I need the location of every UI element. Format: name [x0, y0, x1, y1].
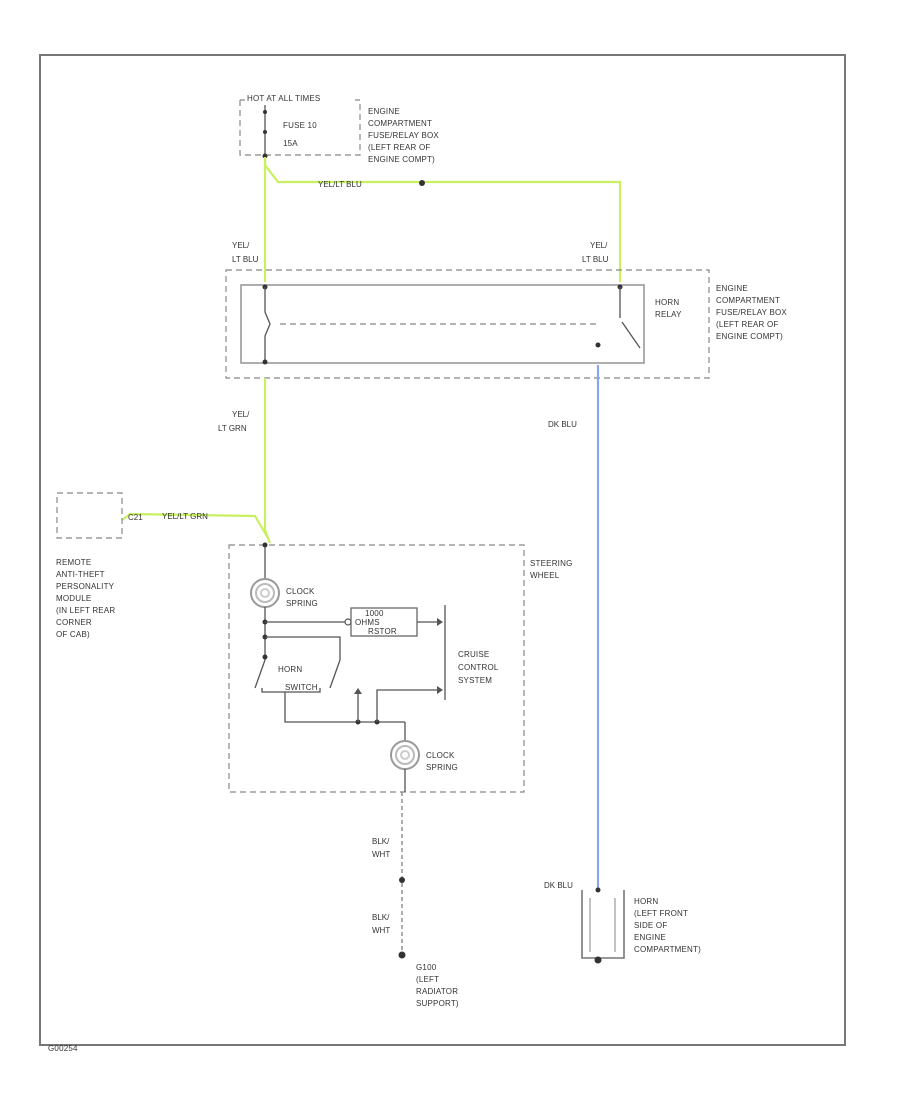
svg-text:HORN: HORN	[278, 665, 302, 674]
svg-text:ENGINE COMPT): ENGINE COMPT)	[368, 155, 435, 164]
svg-text:SUPPORT): SUPPORT)	[416, 999, 459, 1008]
svg-text:HORN: HORN	[634, 897, 658, 906]
svg-text:SPRING: SPRING	[286, 599, 318, 608]
fuse-box-header: HOT AT ALL TIMES	[247, 94, 320, 103]
wire-yel-lt-blu-top: YEL/LT BLU	[263, 157, 622, 282]
svg-text:(IN LEFT REAR: (IN LEFT REAR	[56, 606, 115, 615]
anti-theft-module: REMOTE ANTI-THEFT PERSONALITY MODULE (IN…	[56, 492, 123, 639]
wire-label-relay-to-wheel-2: LT GRN	[218, 424, 247, 433]
wire-label-relay-to-wheel-1: YEL/	[232, 410, 250, 419]
steering-wheel: STEERING WHEEL CLOCK SPRING 1000 OHMS RS…	[228, 542, 573, 793]
clock-spring-top: CLOCK SPRING	[250, 547, 318, 608]
cruise-control-label: CRUISE CONTROL SYSTEM	[458, 650, 499, 685]
svg-text:PERSONALITY: PERSONALITY	[56, 582, 115, 591]
wire-label-relay-right-2: LT BLU	[582, 255, 609, 264]
horn-label: HORN (LEFT FRONT SIDE OF ENGINE COMPARTM…	[634, 897, 701, 954]
figure-id: G00254	[48, 1044, 78, 1053]
svg-text:COMPARTMENT): COMPARTMENT)	[634, 945, 701, 954]
wire-yel-lt-grn	[121, 378, 272, 544]
wire-blk-wht	[398, 792, 406, 959]
relay-box: HORN RELAY ENGINE COMPARTMENT FUSE/RELAY…	[225, 269, 787, 379]
svg-text:HORN: HORN	[655, 298, 679, 307]
horn: HORN (LEFT FRONT SIDE OF ENGINE COMPARTM…	[581, 887, 701, 964]
svg-text:CORNER: CORNER	[56, 618, 92, 627]
svg-text:ENGINE: ENGINE	[634, 933, 666, 942]
wire-label-dk-blu-top: DK BLU	[548, 420, 577, 429]
svg-text:ANTI-THEFT: ANTI-THEFT	[56, 570, 105, 579]
svg-text:ENGINE COMPT): ENGINE COMPT)	[716, 332, 783, 341]
fuse-box: HOT AT ALL TIMES FUSE 10 15A ENGINE COMP…	[239, 94, 439, 164]
svg-text:ENGINE: ENGINE	[716, 284, 748, 293]
svg-text:ENGINE: ENGINE	[368, 107, 400, 116]
wire-label-relay-right-1: YEL/	[590, 241, 608, 250]
fuse-label-number: FUSE 10	[283, 121, 317, 130]
wire-label-ground-lower-1: BLK/	[372, 913, 390, 922]
diagram-frame	[39, 54, 846, 1046]
svg-text:COMPARTMENT: COMPARTMENT	[716, 296, 780, 305]
svg-text:RADIATOR: RADIATOR	[416, 987, 458, 996]
svg-text:RELAY: RELAY	[655, 310, 682, 319]
svg-text:FUSE/RELAY BOX: FUSE/RELAY BOX	[716, 308, 787, 317]
svg-text:SYSTEM: SYSTEM	[458, 676, 492, 685]
svg-text:(LEFT: (LEFT	[416, 975, 439, 984]
wire-label-dk-blu-bottom: DK BLU	[544, 881, 573, 890]
svg-text:RSTOR: RSTOR	[368, 627, 397, 636]
wire-label-ground-upper-1: BLK/	[372, 837, 390, 846]
wire-label-top-run: YEL/LT BLU	[318, 180, 362, 189]
wire-label-relay-left-2: LT BLU	[232, 255, 259, 264]
wire-label-relay-left-1: YEL/	[232, 241, 250, 250]
svg-text:WHEEL: WHEEL	[530, 571, 560, 580]
svg-text:CONTROL: CONTROL	[458, 663, 499, 672]
svg-text:(LEFT FRONT: (LEFT FRONT	[634, 909, 688, 918]
svg-text:CRUISE: CRUISE	[458, 650, 489, 659]
svg-text:SIDE OF: SIDE OF	[634, 921, 667, 930]
ground-label: G100 (LEFT RADIATOR SUPPORT)	[416, 963, 459, 1008]
relay-box-location: ENGINE COMPARTMENT FUSE/RELAY BOX (LEFT …	[716, 284, 787, 341]
svg-text:REMOTE: REMOTE	[56, 558, 91, 567]
svg-text:1000: 1000	[365, 609, 384, 618]
resistor: 1000 OHMS RSTOR	[265, 607, 443, 637]
svg-text:G100: G100	[416, 963, 437, 972]
svg-text:(LEFT REAR OF: (LEFT REAR OF	[368, 143, 430, 152]
svg-text:COMPARTMENT: COMPARTMENT	[368, 119, 432, 128]
wire-label-ground-upper-2: WHT	[372, 850, 390, 859]
wire-label-ground-lower-2: WHT	[372, 926, 390, 935]
fuse-box-location: ENGINE COMPARTMENT FUSE/RELAY BOX (LEFT …	[368, 107, 439, 164]
fuse-label-rating: 15A	[283, 139, 298, 148]
svg-text:SPRING: SPRING	[426, 763, 458, 772]
wire-label-module-pin: C21	[128, 513, 143, 522]
svg-text:OHMS: OHMS	[355, 618, 380, 627]
horn-relay-label: HORN RELAY	[655, 298, 682, 319]
svg-text:FUSE/RELAY BOX: FUSE/RELAY BOX	[368, 131, 439, 140]
svg-text:SWITCH: SWITCH	[285, 683, 318, 692]
steering-wheel-label: STEERING WHEEL	[530, 559, 573, 580]
svg-text:CLOCK: CLOCK	[286, 587, 315, 596]
clock-spring-bottom: CLOCK SPRING	[390, 740, 458, 772]
svg-text:STEERING: STEERING	[530, 559, 573, 568]
svg-text:(LEFT REAR OF: (LEFT REAR OF	[716, 320, 778, 329]
wire-label-module-run: YEL/LT GRN	[162, 512, 208, 521]
svg-text:OF CAB): OF CAB)	[56, 630, 90, 639]
svg-text:CLOCK: CLOCK	[426, 751, 455, 760]
svg-text:MODULE: MODULE	[56, 594, 91, 603]
horn-switch: HORN SWITCH	[254, 636, 443, 725]
